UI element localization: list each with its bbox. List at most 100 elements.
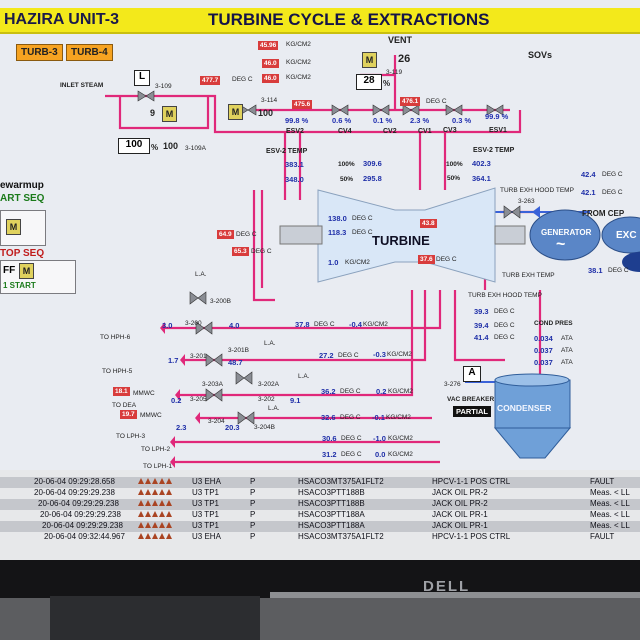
inlet-setpoint-box[interactable]: 100 [118, 138, 150, 154]
extr-value-2-3: 2.3 [176, 423, 187, 432]
turbine-body [279, 187, 526, 283]
extr-pres-neg-1-0-unit: KG/CM2 [388, 435, 413, 442]
keyboard [50, 596, 260, 640]
extr-temp-36-2: 36.2 [321, 387, 336, 396]
cv1-label[interactable]: CV1 [418, 128, 432, 135]
alarm-tag: HSACO3PTT188A [298, 510, 365, 519]
alarm-tag: HSACO3PTT188B [298, 488, 365, 497]
alarm-state: Meas. < LL [590, 488, 630, 497]
alarm-list: 20-06-04 09:29:28.658 U3 EHA P HSACO3MT3… [0, 470, 640, 560]
alarm-state: Meas. < LL [590, 521, 630, 530]
cv4-label[interactable]: CV4 [338, 128, 352, 135]
extr-value-48-7: 48.7 [228, 358, 243, 367]
inlet-m-button[interactable]: M [162, 106, 177, 122]
value-394-unit: DEG C [494, 322, 515, 329]
alarm-time: 20-06-04 09:29:29.238 [40, 510, 121, 519]
esv2-label[interactable]: ESV2 [286, 128, 304, 135]
inlet-bypass-pipe [118, 96, 210, 130]
value-393: 39.3 [474, 307, 489, 316]
alarm-row[interactable]: 20-06-04 09:29:29.238 U3 TP1 P HSACO3PTT… [0, 488, 640, 499]
cv4-pct: 0.6 % [332, 116, 352, 125]
turbine-red-438: 43.8 [420, 219, 437, 228]
prewarmup-label: ewarmup [0, 180, 44, 191]
value-424: 42.4 [581, 170, 596, 179]
esv1-label[interactable]: ESV1 [489, 127, 507, 134]
alarm-area: U3 TP1 [192, 521, 219, 530]
flow-arrows [160, 322, 200, 468]
alarm-row[interactable]: 20-06-04 09:29:29.238 U3 TP1 P HSACO3PTT… [0, 510, 640, 521]
turb-exh-temp-label: TURB EXH TEMP [502, 272, 555, 279]
cv2-label[interactable]: CV2 [383, 128, 397, 135]
alarm-area: U3 TP1 [192, 499, 219, 508]
alarm-row[interactable]: 20-06-04 09:29:29.238 U3 TP1 P HSACO3PTT… [0, 521, 640, 532]
pct-100-b: 100% [446, 161, 463, 168]
value-421: 42.1 [581, 188, 596, 197]
alarm-severity-icon [138, 510, 173, 519]
turbine-pressure-unit: KG/CM2 [345, 259, 370, 266]
alarm-time: 20-06-04 09:29:29.238 [34, 488, 115, 497]
value-402: 402.3 [472, 159, 491, 168]
extr-temp-30-6-unit: DEG C [341, 435, 362, 442]
value-383: 383.1 [285, 160, 304, 169]
cep-arrow [532, 206, 540, 218]
alarm-row[interactable]: 20-06-04 09:32:44.967 U3 EHA P HSACO3MT3… [0, 532, 640, 543]
stop-seq-label: TOP SEQ [0, 248, 45, 259]
one-start-label: 1 START [3, 281, 36, 290]
extr-pres-neg-0-3-unit: KG/CM2 [387, 351, 412, 358]
start-m-button[interactable]: M [6, 219, 21, 235]
start-seq-panel[interactable]: M [0, 210, 46, 246]
valve-3-200b-label: 3-200B [210, 298, 231, 305]
alarm-row[interactable]: 20-06-04 09:29:29.238 U3 TP1 P HSACO3PTT… [0, 499, 640, 510]
alarm-area: U3 TP1 [192, 488, 219, 497]
value-424-unit: DEG C [602, 171, 623, 178]
bypass-m-button[interactable]: M [228, 104, 243, 120]
extr-value-20-3: 20.3 [225, 423, 240, 432]
pressure-2-value: 46.0 [262, 59, 279, 68]
pressure-1-unit: KG/CM2 [286, 41, 311, 48]
extr-pres-0-0: 0.0 [375, 450, 386, 459]
alarm-row[interactable]: 20-06-04 09:29:28.658 U3 EHA P HSACO3MT3… [0, 477, 640, 488]
turb-4-button[interactable]: TURB-4 [66, 44, 113, 61]
cv3-label[interactable]: CV3 [443, 127, 457, 134]
alarm-severity-icon [138, 499, 173, 508]
turb-exh-hood-label-2: TURB EXH HOOD TEMP [468, 292, 542, 299]
alarm-tag: HSACO3PTT188A [298, 521, 365, 530]
alarm-state: Meas. < LL [590, 499, 630, 508]
scada-screen: HAZIRA UNIT-3 TURBINE CYCLE & EXTRACTION… [0, 0, 640, 560]
header-temp-unit: DEG C [426, 98, 447, 105]
turbine-red-649: 64.9 [217, 230, 234, 239]
value-394: 39.4 [474, 321, 489, 330]
pressure-3-unit: KG/CM2 [286, 74, 311, 81]
turbine-red-376: 37.6 [418, 255, 435, 264]
valve-symbols [137, 90, 521, 425]
valve-3-109-label: 3-109 [155, 83, 172, 90]
extr-pres-0-2: 0.2 [376, 387, 387, 396]
extr-value-9-1: 9.1 [290, 396, 301, 405]
cv3-pct: 0.3 % [452, 116, 472, 125]
alarm-tag: HSACO3MT375A1FLT2 [298, 477, 384, 486]
turb-3-button[interactable]: TURB-3 [16, 44, 63, 61]
vent-setpoint-box[interactable]: 28 [356, 74, 382, 90]
extr-pres-neg-1-0: -1.0 [373, 434, 386, 443]
extr-pres-neg-0-4: -0.4 [349, 320, 362, 329]
turbine-red-376-unit: DEG C [436, 256, 457, 263]
alarm-description: JACK OIL PR-2 [432, 499, 488, 508]
inlet-temp-value: 477.7 [200, 76, 221, 85]
vent-m-button[interactable]: M [362, 52, 377, 68]
alarm-area: U3 EHA [192, 477, 221, 486]
stop-seq-panel[interactable]: FF M 1 START [0, 260, 76, 294]
turbine-temp-118-unit: DEG C [352, 229, 373, 236]
generator-label: GENERATOR [541, 228, 592, 237]
stop-m-button[interactable]: M [19, 263, 34, 279]
turbine-label: TURBINE [372, 233, 430, 248]
pressure-2-unit: KG/CM2 [286, 59, 311, 66]
inlet-pct-sign: % [151, 143, 159, 152]
vent-pct-sign: % [383, 79, 391, 88]
valve-3-119-label: 3-119 [386, 69, 403, 76]
generator-body [529, 209, 640, 272]
vac-breaker-a-button[interactable]: A [463, 366, 481, 382]
turbine-pressure-1: 1.0 [328, 258, 339, 267]
extraction-line-hph5 [185, 290, 427, 362]
steam-branch-pipe [260, 110, 522, 134]
valve-3-202a-label: 3-202A [258, 381, 279, 388]
